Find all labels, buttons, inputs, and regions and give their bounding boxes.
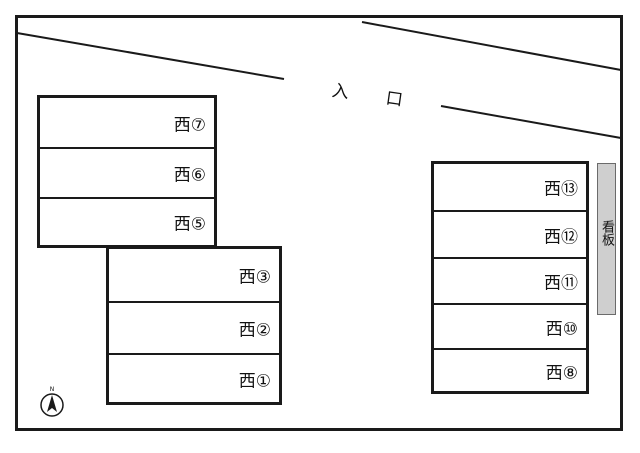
signboard: 看板 (597, 163, 616, 315)
parking-space-west-1: 西① (109, 355, 279, 402)
space-label: 西① (238, 371, 271, 391)
parking-block-lower-left: 西③ 西② 西① (106, 246, 282, 405)
space-label: 西③ (238, 267, 271, 288)
space-label: 西⑩ (545, 319, 578, 339)
road-edge-upper-right (361, 21, 622, 71)
space-label: 西⑤ (173, 214, 206, 235)
compass-needle (47, 395, 57, 412)
space-label: 西⑧ (545, 363, 578, 383)
parking-space-west-13: 西⑬ (434, 164, 586, 212)
space-label: 西② (238, 320, 271, 341)
space-label: 西⑪ (544, 273, 578, 294)
road-edge-upper-left (16, 32, 285, 80)
space-label: 西⑦ (173, 115, 206, 135)
parking-space-west-12: 西⑫ (434, 212, 586, 259)
parking-space-west-6: 西⑥ (40, 149, 214, 199)
map-frame (15, 15, 623, 431)
road-edge-lower-right (440, 105, 622, 139)
space-label: 西⑫ (544, 227, 578, 247)
parking-space-west-8: 西⑧ (434, 350, 586, 391)
space-label: 西⑥ (173, 165, 206, 186)
parking-space-west-3: 西③ (109, 249, 279, 303)
signboard-label: 看板 (599, 220, 614, 246)
parking-space-west-10: 西⑩ (434, 305, 586, 350)
parking-space-west-2: 西② (109, 303, 279, 355)
parking-space-west-11: 西⑪ (434, 259, 586, 305)
space-label: 西⑬ (544, 179, 578, 200)
parking-space-west-7: 西⑦ (40, 98, 214, 149)
north-arrow-icon: N (40, 386, 64, 417)
parking-block-right: 西⑬ 西⑫ 西⑪ 西⑩ 西⑧ (431, 161, 589, 394)
parking-block-upper-left: 西⑦ 西⑥ 西⑤ (37, 95, 217, 248)
north-label: N (50, 386, 55, 393)
parking-space-west-5: 西⑤ (40, 199, 214, 245)
